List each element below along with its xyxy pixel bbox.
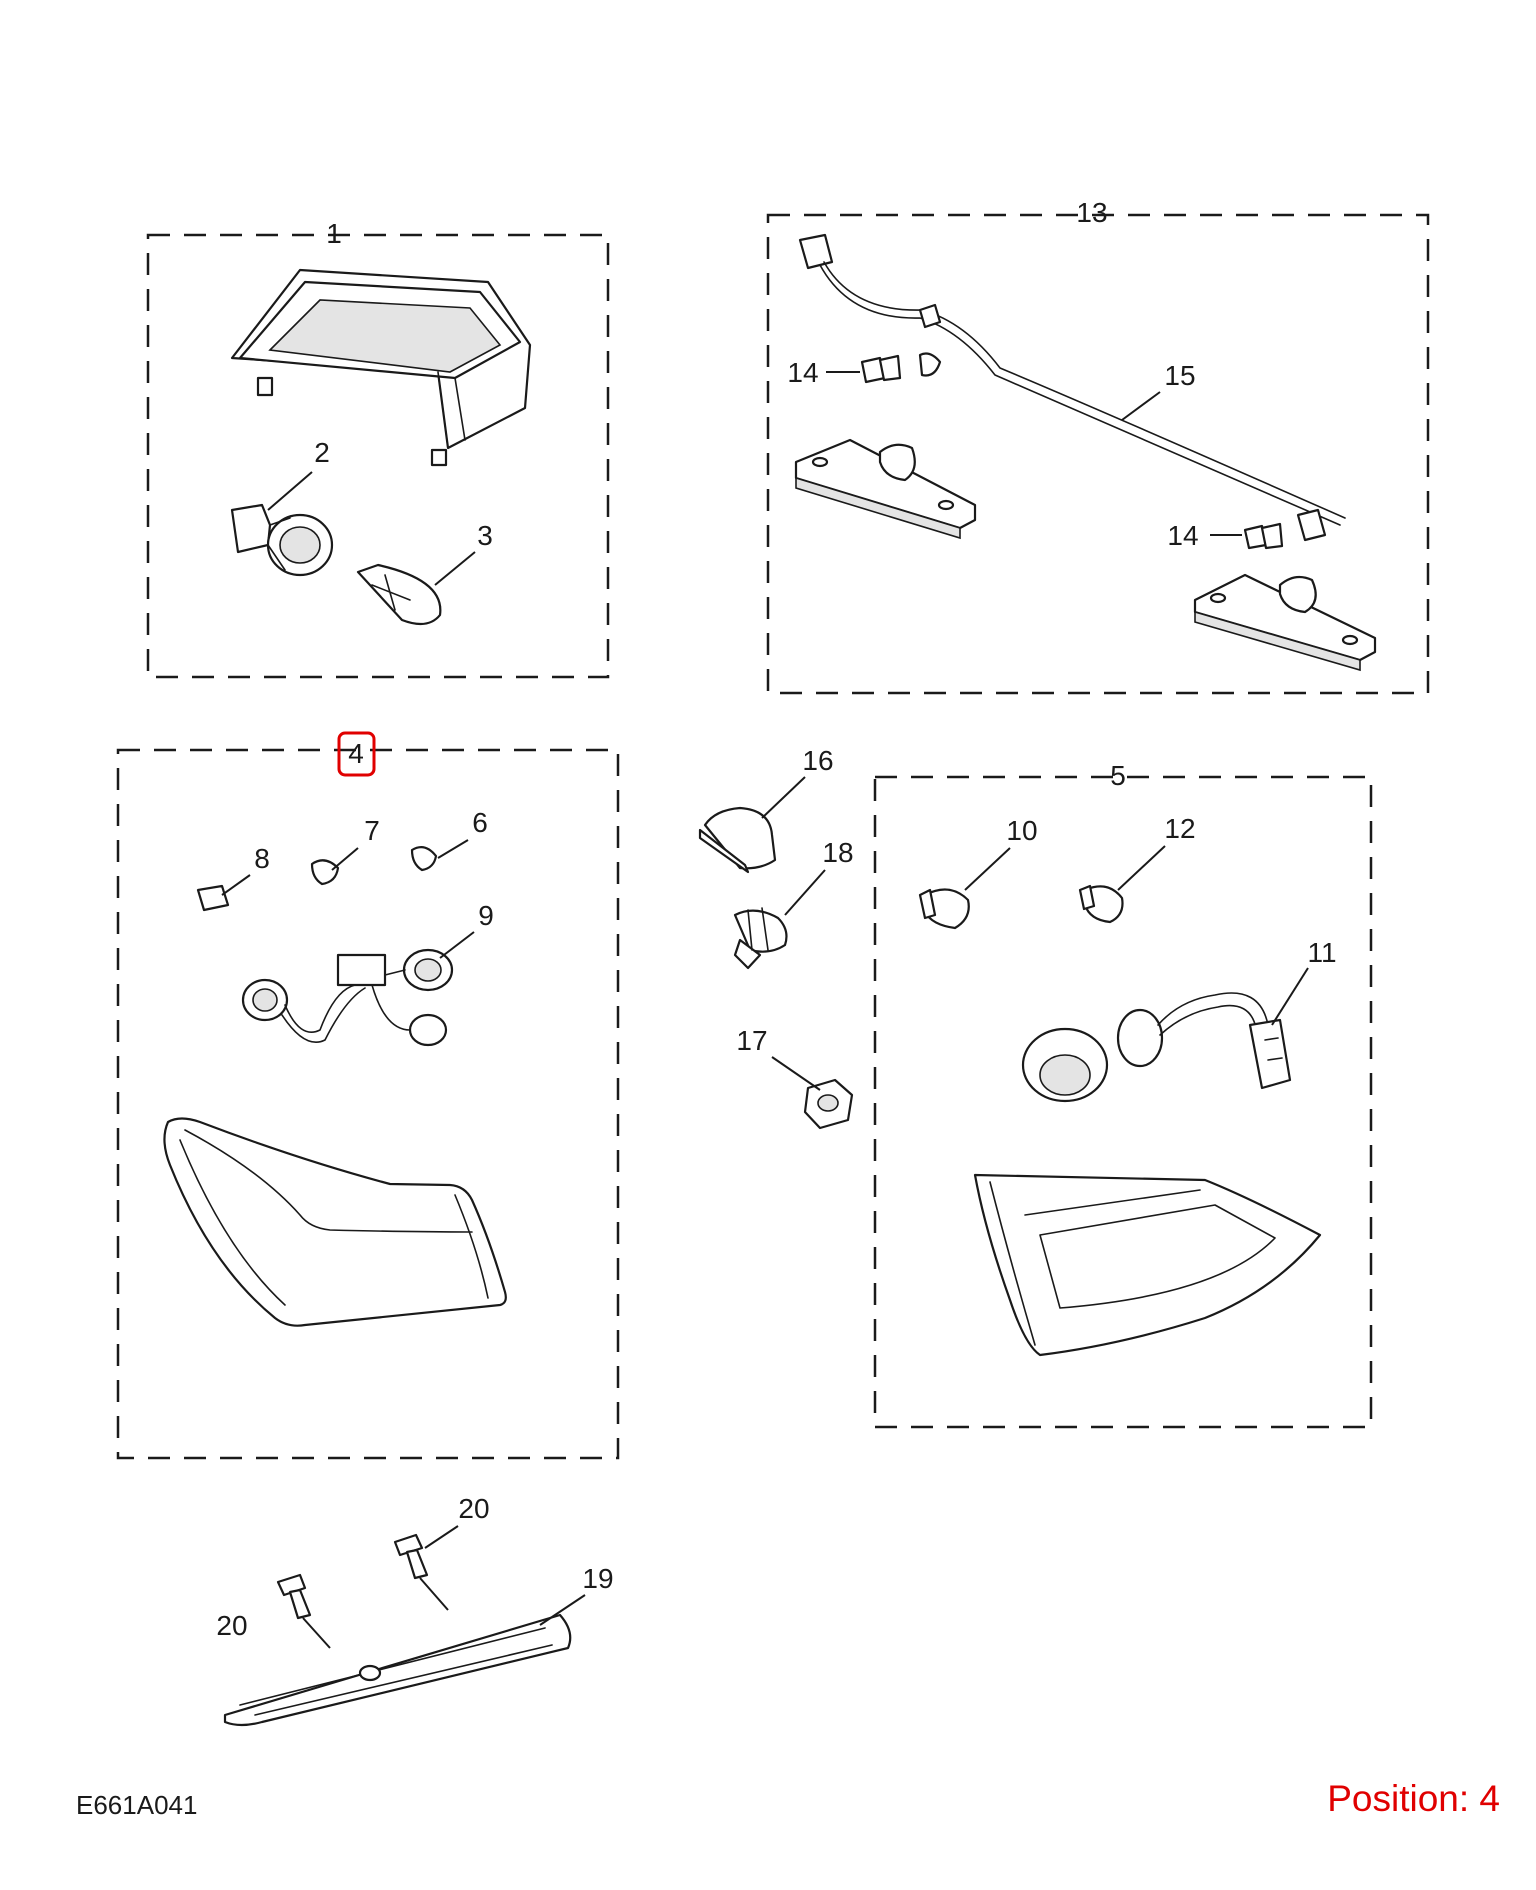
leader-8: [221, 874, 251, 896]
part-3-wedge-bulb: [356, 563, 442, 626]
callout-2[interactable]: 2: [314, 437, 330, 468]
callout-6[interactable]: 6: [472, 807, 488, 838]
callout-4[interactable]: 4: [348, 738, 364, 769]
leader-18: [784, 869, 826, 916]
part-17-nut: [803, 1078, 854, 1130]
number-plate-lamp-lower: [1193, 573, 1377, 672]
part-10-bulb: [918, 888, 970, 930]
diagram-code: E661A041: [76, 1790, 198, 1820]
part-12-bulb: [1078, 884, 1124, 924]
inner-tail-lamp-lens: [973, 1173, 1322, 1357]
leader-10: [964, 847, 1011, 891]
leader-2: [267, 471, 313, 511]
leader-11: [1271, 967, 1309, 1026]
callout-3[interactable]: 3: [477, 520, 493, 551]
callout-17[interactable]: 17: [736, 1025, 767, 1056]
part-14-bulb-upper: [860, 354, 902, 384]
part-11-bulb-holder: [1021, 992, 1292, 1103]
part-20-screw-left: [276, 1573, 312, 1620]
part-7-bulb: [310, 859, 340, 886]
part-20-screw-right: [393, 1533, 429, 1580]
outer-tail-lamp-lens: [163, 1117, 507, 1327]
leader-9: [439, 931, 475, 959]
part-1-high-mount-lamp: [230, 268, 532, 467]
callout-14-lower[interactable]: 14: [1167, 520, 1198, 551]
part-18-clip: [733, 907, 788, 970]
callout-4-highlight: [337, 731, 376, 777]
callout-10[interactable]: 10: [1006, 815, 1037, 846]
callout-16[interactable]: 16: [802, 745, 833, 776]
callout-8[interactable]: 8: [254, 843, 270, 874]
part-8-bulb: [196, 884, 230, 912]
callout-5[interactable]: 5: [1110, 760, 1126, 791]
leader-15: [1121, 391, 1161, 421]
leader-17: [771, 1056, 821, 1091]
callout-14-upper[interactable]: 14: [787, 357, 818, 388]
leader-6: [437, 839, 469, 859]
part-19-reflector: [223, 1613, 572, 1727]
number-plate-lamp-upper: [794, 438, 977, 540]
leader-19: [539, 1594, 586, 1626]
leader-7: [331, 847, 359, 871]
callout-1[interactable]: 1: [326, 218, 342, 249]
part-6-bulb: [410, 845, 438, 872]
callout-15[interactable]: 15: [1164, 360, 1195, 391]
leader-16: [761, 776, 806, 819]
callout-13[interactable]: 13: [1076, 197, 1107, 228]
leader-20-right: [419, 1525, 459, 1611]
leader-12: [1117, 845, 1166, 891]
part-14-bulb-lower: [1243, 522, 1284, 550]
part-16-grommet: [698, 806, 777, 874]
group-box-1: [146, 233, 610, 679]
leader-3: [434, 551, 476, 586]
callout-12[interactable]: 12: [1164, 813, 1195, 844]
callout-20-right[interactable]: 20: [458, 1493, 489, 1524]
group-box-4: [116, 748, 620, 1460]
callout-9[interactable]: 9: [478, 900, 494, 931]
position-indicator: Position: 4: [1327, 1778, 1500, 1819]
leader-20-left: [302, 1617, 331, 1649]
part-9-tail-lamp-wiring: [241, 948, 454, 1047]
part-15-wiring-harness: [798, 233, 1346, 542]
callout-19[interactable]: 19: [582, 1563, 613, 1594]
callout-18[interactable]: 18: [822, 837, 853, 868]
callout-7[interactable]: 7: [364, 815, 380, 846]
callout-11[interactable]: 11: [1307, 937, 1336, 968]
part-2-bulb-socket: [230, 503, 334, 577]
callout-20-left[interactable]: 20: [216, 1610, 247, 1641]
group-box-13: [766, 213, 1430, 695]
